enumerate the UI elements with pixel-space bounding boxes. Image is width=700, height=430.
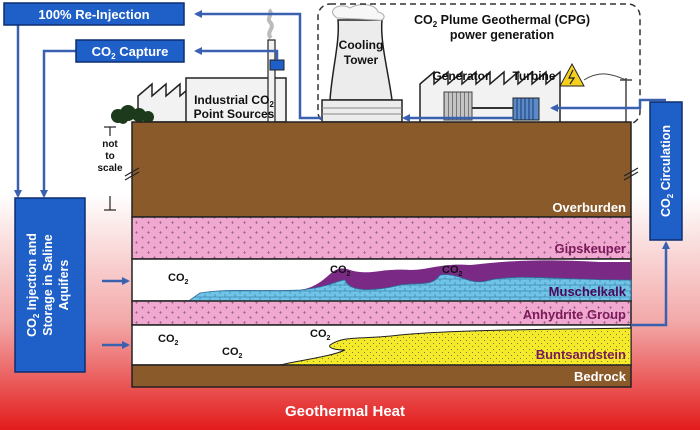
- circulation-box: [649, 101, 683, 241]
- cooling-tower-label-2: Tower: [344, 53, 379, 67]
- co2-mark: CO2: [310, 328, 331, 342]
- buntsandstein-label: Buntsandstein: [536, 347, 626, 362]
- co2-mark: CO2: [330, 264, 351, 278]
- cooling-tower-label-1: Cooling: [339, 38, 384, 52]
- not-to-scale-line-2: to: [105, 151, 114, 162]
- layer-overburden: [131, 121, 632, 218]
- reinjection-label: 100% Re-Injection: [38, 7, 149, 22]
- anhydrite-label: Anhydrite Group: [523, 307, 626, 322]
- overburden-break-marks: [124, 167, 639, 181]
- bedrock-label: Bedrock: [574, 369, 627, 384]
- gipskeuper-label: Gipskeuper: [554, 241, 626, 256]
- capture-label: CO2 Capture: [92, 44, 169, 61]
- reinjection-box: [3, 2, 185, 26]
- not-to-scale-line-3: scale: [97, 163, 122, 174]
- layer-buntsandstein-group: [131, 324, 632, 366]
- muschelkalk-label: Muschelkalk: [549, 284, 627, 299]
- circulation-label: CO2 Circulation: [659, 125, 675, 217]
- overburden-label: Overburden: [552, 200, 626, 215]
- trees: [111, 105, 154, 124]
- turbine-label: Turbine: [512, 69, 555, 83]
- industrial-label-2: Point Sources: [194, 107, 275, 121]
- co2-mark: CO2: [222, 346, 243, 360]
- layer-muschelkalk-group: [131, 258, 632, 302]
- cpg-subtitle: power generation: [450, 28, 554, 42]
- not-to-scale-bracket: [104, 126, 116, 211]
- cooling-tower: [321, 4, 403, 123]
- industrial-label-1: Industrial CO2: [194, 93, 274, 109]
- co2-mark: CO2: [158, 333, 179, 347]
- cpg-title: CO2 Plume Geothermal (CPG): [414, 13, 590, 29]
- injection-box: [14, 197, 86, 373]
- injection-label-1: CO2 Injection and: [25, 233, 41, 337]
- co2-mark: CO2: [168, 272, 189, 286]
- co2-mark: CO2: [442, 264, 463, 278]
- generator-label: Generator: [432, 69, 490, 83]
- co2-marks: CO2 CO2 CO2 CO2 CO2 CO2: [158, 264, 463, 360]
- power-building: [419, 62, 632, 125]
- injection-label-3: Aquifers: [57, 260, 71, 311]
- injection-label-2: Storage in Saline: [41, 234, 55, 335]
- not-to-scale-line-1: not: [102, 139, 118, 150]
- geothermal-heat-label: Geothermal Heat: [285, 403, 405, 420]
- capture-box: [75, 39, 185, 63]
- layer-bedrock: [131, 364, 632, 388]
